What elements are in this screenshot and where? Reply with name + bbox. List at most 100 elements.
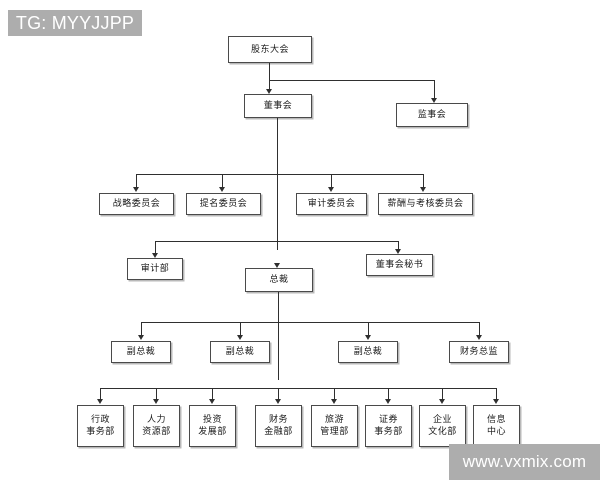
connector-to-dept-hr	[156, 388, 157, 400]
arrowhead-dept-investment	[209, 399, 215, 404]
node-label: 总裁	[269, 275, 289, 285]
node-investment-development-department[interactable]: 投资 发展部	[189, 405, 236, 447]
connector-to-supervisors	[434, 80, 435, 99]
node-nomination-committee[interactable]: 提名委员会	[186, 193, 261, 215]
node-vice-president-1[interactable]: 副总裁	[111, 341, 171, 363]
connector-to-dept-infocenter	[496, 388, 497, 400]
node-human-resources-department[interactable]: 人力 资源部	[133, 405, 180, 447]
node-audit-committee[interactable]: 审计委员会	[296, 193, 367, 215]
node-information-center[interactable]: 信息 中心	[473, 405, 520, 447]
node-board-secretary[interactable]: 董事会秘书	[366, 254, 433, 276]
node-label: 副总裁	[353, 347, 383, 357]
connector-to-vp-2	[240, 322, 241, 336]
website-watermark: www.vxmix.com	[449, 444, 600, 480]
connector-board-trunk	[277, 118, 278, 250]
node-label-line-1: 旅游	[324, 415, 344, 425]
node-tourism-management-department[interactable]: 旅游 管理部	[311, 405, 358, 447]
connector-to-committee-strategy	[136, 174, 137, 188]
node-label-line-1: 信息	[486, 415, 506, 425]
connector-to-dept-admin	[100, 388, 101, 400]
connector-level1-bus	[269, 80, 434, 81]
connector-to-dept-tourism	[334, 388, 335, 400]
node-corporate-culture-department[interactable]: 企业 文化部	[419, 405, 466, 447]
telegram-watermark: TG: MYYJJPP	[8, 10, 142, 36]
arrowhead-vp-2	[237, 335, 243, 340]
arrowhead-dept-culture	[439, 399, 445, 404]
node-label-line-1: 财务	[268, 415, 288, 425]
node-label-line-2: 事务部	[374, 427, 403, 437]
node-administration-department[interactable]: 行政 事务部	[77, 405, 124, 447]
node-label-line-1: 企业	[432, 415, 452, 425]
arrowhead-vp-3	[365, 335, 371, 340]
node-label-line-1: 证券	[378, 415, 398, 425]
connector-to-dept-securities	[388, 388, 389, 400]
node-label: 审计委员会	[307, 199, 356, 209]
node-board-of-supervisors[interactable]: 监事会	[396, 103, 468, 127]
connector-to-vp-3	[368, 322, 369, 336]
node-label-line-2: 文化部	[428, 427, 457, 437]
node-vice-president-3[interactable]: 副总裁	[338, 341, 398, 363]
node-audit-department[interactable]: 审计部	[127, 258, 183, 280]
node-compensation-committee[interactable]: 薪酬与考核委员会	[378, 193, 473, 215]
node-label: 财务总监	[459, 347, 498, 357]
arrowhead-vp-1	[138, 335, 144, 340]
connector-president-trunk	[278, 292, 279, 380]
node-label-line-2: 中心	[486, 427, 506, 437]
arrowhead-dept-finance	[275, 399, 281, 404]
node-label: 副总裁	[126, 347, 156, 357]
arrowhead-to-board	[266, 89, 272, 94]
arrowhead-dept-securities	[385, 399, 391, 404]
arrowhead-dept-tourism	[331, 399, 337, 404]
node-label-line-1: 行政	[90, 415, 110, 425]
connector-to-committee-compensation	[423, 174, 424, 188]
node-label: 审计部	[140, 264, 170, 274]
node-label: 董事会秘书	[375, 260, 424, 270]
connector-level4-bus	[155, 241, 398, 242]
node-shareholders-meeting[interactable]: 股东大会	[228, 36, 312, 63]
arrowhead-committee-nomination	[219, 187, 225, 192]
node-label-line-2: 金融部	[264, 427, 293, 437]
arrowhead-committee-audit	[328, 187, 334, 192]
connector-vp-bus	[141, 322, 479, 323]
connector-department-bus	[100, 388, 496, 389]
node-label-line-2: 事务部	[86, 427, 115, 437]
node-label-line-1: 人力	[146, 415, 166, 425]
node-label: 董事会	[263, 101, 293, 111]
node-label-line-2: 管理部	[320, 427, 349, 437]
node-label: 股东大会	[250, 44, 289, 55]
node-label: 监事会	[417, 110, 447, 120]
arrowhead-dept-admin	[97, 399, 103, 404]
connector-to-dept-culture	[442, 388, 443, 400]
node-president[interactable]: 总裁	[245, 268, 313, 292]
connector-committee-bus	[136, 174, 423, 175]
connector-to-audit-dept	[155, 241, 156, 254]
node-board-of-directors[interactable]: 董事会	[244, 94, 312, 118]
node-label: 副总裁	[225, 347, 255, 357]
connector-to-cfo	[479, 322, 480, 336]
arrowhead-committee-compensation	[420, 187, 426, 192]
arrowhead-board-secretary	[395, 249, 401, 254]
node-label-line-1: 投资	[202, 415, 222, 425]
node-cfo[interactable]: 财务总监	[449, 341, 509, 363]
arrowhead-committee-strategy	[133, 187, 139, 192]
node-label: 薪酬与考核委员会	[387, 199, 464, 209]
arrowhead-to-supervisors	[431, 98, 437, 103]
node-label-line-2: 资源部	[142, 427, 171, 437]
node-label-line-2: 发展部	[198, 427, 227, 437]
node-finance-department[interactable]: 财务 金融部	[255, 405, 302, 447]
connector-to-committee-audit	[331, 174, 332, 188]
arrowhead-dept-hr	[153, 399, 159, 404]
connector-to-dept-finance	[278, 388, 279, 400]
node-vice-president-2[interactable]: 副总裁	[210, 341, 270, 363]
connector-to-board-secretary	[398, 241, 399, 250]
arrowhead-cfo	[476, 335, 482, 340]
connector-to-committee-nomination	[222, 174, 223, 188]
node-securities-department[interactable]: 证券 事务部	[365, 405, 412, 447]
node-label: 战略委员会	[112, 199, 161, 209]
connector-to-board	[269, 80, 270, 90]
node-strategy-committee[interactable]: 战略委员会	[99, 193, 174, 215]
connector-to-dept-investment	[212, 388, 213, 400]
connector-shareholders-stem	[269, 63, 270, 80]
node-label: 提名委员会	[199, 199, 248, 209]
